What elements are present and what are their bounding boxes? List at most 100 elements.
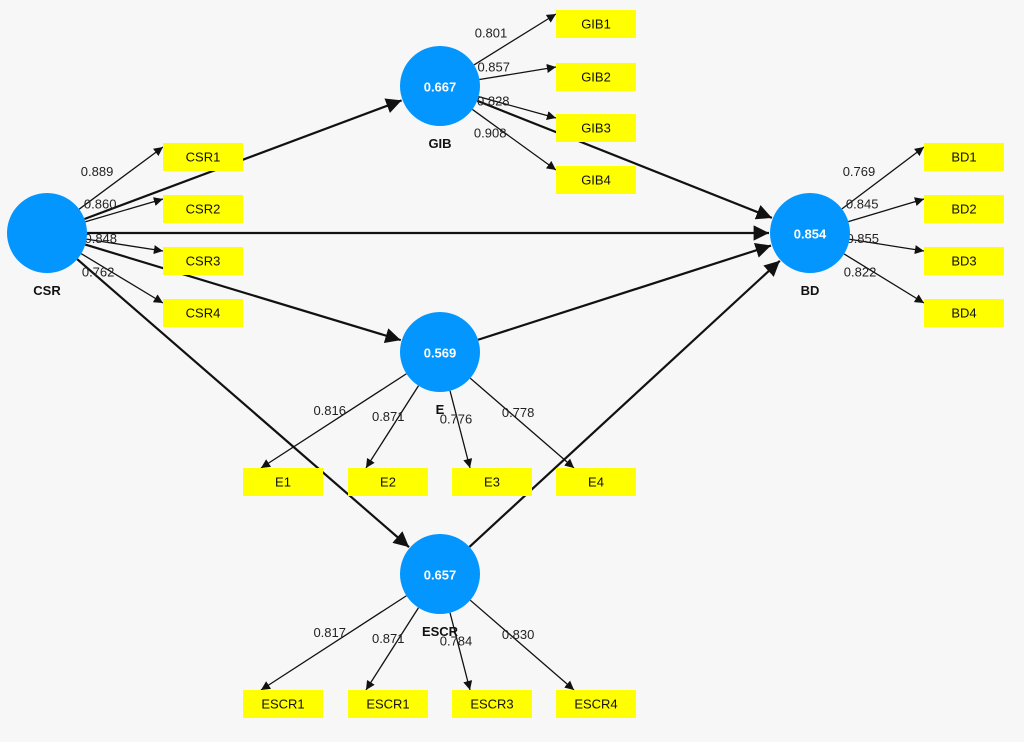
loading-value-csr3: 0.848: [84, 231, 117, 246]
construct-circle: [7, 193, 87, 273]
loading-arrow-e1: [260, 373, 407, 469]
r-squared-value: 0.854: [794, 227, 827, 242]
loading-arrow-bd1: [841, 146, 925, 210]
indicator-label: E2: [380, 475, 396, 490]
loading-value-csr4: 0.762: [82, 264, 115, 279]
indicator-csr1[interactable]: CSR1: [163, 143, 243, 171]
indicator-box: [163, 195, 243, 223]
indicator-box: [556, 63, 636, 91]
indicator-label: ESCR3: [470, 697, 513, 712]
indicator-escr4[interactable]: ESCR4: [556, 690, 636, 718]
indicator-csr2[interactable]: CSR2: [163, 195, 243, 223]
loading-value-gib3: 0.828: [477, 93, 510, 108]
indicator-label: BD3: [951, 254, 976, 269]
path-arrow-csr-to-escr: [76, 258, 410, 548]
loading-value-csr1: 0.889: [81, 164, 114, 179]
indicator-label: BD4: [951, 306, 976, 321]
loading-arrow-e4: [469, 377, 575, 469]
loading-value-escr2: 0.871: [372, 631, 405, 646]
construct-circle: [400, 312, 480, 392]
loading-value-gib1: 0.801: [475, 25, 508, 40]
indicator-box: [556, 690, 636, 718]
loading-value-gib2: 0.857: [477, 59, 510, 74]
indicator-label: ESCR4: [574, 697, 617, 712]
indicator-label: BD1: [951, 150, 976, 165]
indicator-gib4[interactable]: GIB4: [556, 166, 636, 194]
construct-name: CSR: [33, 283, 61, 298]
indicator-label: E3: [484, 475, 500, 490]
construct-name: GIB: [428, 136, 451, 151]
indicator-box: [556, 114, 636, 142]
path-arrow-escr-to-bd: [468, 259, 781, 548]
indicator-csr3[interactable]: CSR3: [163, 247, 243, 275]
construct-name: E: [436, 402, 445, 417]
indicator-label: GIB3: [581, 121, 611, 136]
construct-name: ESCR: [422, 624, 459, 639]
loading-arrow-gib4: [472, 108, 557, 171]
loading-arrow-bd2: [848, 197, 925, 223]
indicator-gib2[interactable]: GIB2: [556, 63, 636, 91]
path-arrow-e-to-bd: [477, 242, 772, 341]
loading-arrow-escr4: [469, 599, 575, 691]
loading-arrow-gib3: [478, 96, 557, 120]
indicator-bd3[interactable]: BD3: [924, 247, 1004, 275]
indicator-e1[interactable]: E1: [243, 468, 323, 496]
loading-arrow-e2: [365, 385, 420, 469]
loading-arrow-bd3: [849, 238, 925, 255]
indicator-box: [924, 195, 1004, 223]
indicator-label: GIB2: [581, 70, 611, 85]
indicator-box: [163, 299, 243, 327]
indicator-box: [348, 690, 428, 718]
indicator-box: [924, 299, 1004, 327]
indicator-box: [163, 143, 243, 171]
loading-arrow-e3: [449, 390, 473, 469]
construct-circle: [770, 193, 850, 273]
loading-arrow-csr2: [85, 197, 164, 223]
loading-arrow-csr3: [86, 238, 164, 255]
r-squared-value: 0.667: [424, 80, 457, 95]
construct-circle: [400, 534, 480, 614]
loading-value-gib4: 0.908: [474, 126, 507, 141]
indicator-label: ESCR1: [261, 697, 304, 712]
indicator-label: GIB4: [581, 173, 611, 188]
indicator-e3[interactable]: E3: [452, 468, 532, 496]
loading-value-csr2: 0.860: [84, 196, 117, 211]
indicator-box: [163, 247, 243, 275]
indicator-label: CSR3: [186, 254, 221, 269]
construct-circle: [400, 46, 480, 126]
indicator-gib1[interactable]: GIB1: [556, 10, 636, 38]
loading-arrow-bd4: [843, 253, 925, 304]
indicator-escr3[interactable]: ESCR3: [452, 690, 532, 718]
indicator-bd2[interactable]: BD2: [924, 195, 1004, 223]
indicator-label: CSR1: [186, 150, 221, 165]
indicator-bd1[interactable]: BD1: [924, 143, 1004, 171]
indicator-box: [556, 166, 636, 194]
indicator-box: [348, 468, 428, 496]
loading-value-e1: 0.816: [313, 403, 346, 418]
indicator-gib3[interactable]: GIB3: [556, 114, 636, 142]
loading-value-e3: 0.776: [440, 411, 473, 426]
indicator-escr1[interactable]: ESCR1: [243, 690, 323, 718]
indicator-csr4[interactable]: CSR4: [163, 299, 243, 327]
indicator-e4[interactable]: E4: [556, 468, 636, 496]
loading-value-escr3: 0.784: [440, 633, 473, 648]
indicator-label: GIB1: [581, 17, 611, 32]
indicator-bd4[interactable]: BD4: [924, 299, 1004, 327]
indicator-label: E1: [275, 475, 291, 490]
indicator-label: CSR4: [186, 306, 221, 321]
indicator-box: [452, 690, 532, 718]
indicator-e2[interactable]: E2: [348, 468, 428, 496]
construct-csr[interactable]: CSR: [7, 193, 87, 298]
indicator-escr2[interactable]: ESCR1: [348, 690, 428, 718]
indicator-label: BD2: [951, 202, 976, 217]
indicator-box: [556, 468, 636, 496]
indicator-box: [924, 247, 1004, 275]
indicator-box: [924, 143, 1004, 171]
indicator-label: ESCR1: [366, 697, 409, 712]
loading-value-e2: 0.871: [372, 409, 405, 424]
